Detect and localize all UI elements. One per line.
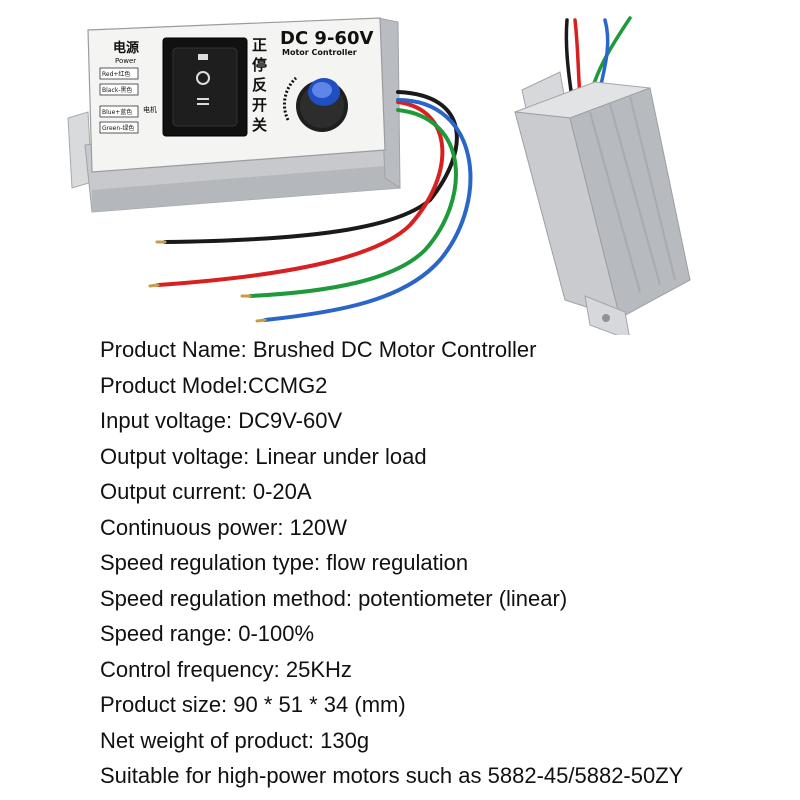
svg-text:开: 开 (252, 96, 267, 114)
wire-label-red: Red+红色 (102, 70, 130, 78)
spec-output-current: Output current: 0-20A (100, 479, 312, 504)
spec-product-model: Product Model:CCMG2 (100, 372, 328, 398)
spec-continuous-power: Continuous power: 120W (100, 514, 348, 540)
svg-text:关: 关 (252, 116, 267, 134)
spec-suitable-motors: Suitable for high-power motors such as 5… (100, 763, 684, 788)
lead-wires (148, 90, 473, 323)
controller-subtitle: Motor Controller (282, 48, 357, 57)
speed-knob[interactable] (283, 76, 348, 132)
spec-speed-regulation-method: Speed regulation method: potentiometer (… (100, 585, 568, 611)
spec-input-voltage: Input voltage: DC9V-60V (100, 408, 343, 433)
switch-label-cn: 正 停 反 开 关 (252, 36, 267, 134)
spec-list: Product Name: Brushed DC Motor Controlle… (100, 332, 790, 794)
voltage-label: DC 9-60V (280, 28, 373, 49)
svg-text:停: 停 (252, 56, 267, 74)
controller-front-view: 电源 Power Red+红色 Black-黑色 Blue+蓝色 Green-绿… (67, 17, 473, 323)
power-label-cn: 电源 (113, 40, 139, 56)
spec-speed-regulation-type: Speed regulation type: flow regulation (100, 550, 469, 575)
wire-terminal-labels: Red+红色 Black-黑色 Blue+蓝色 Green-绿色 电机 (99, 67, 157, 134)
rocker-switch[interactable] (162, 37, 248, 137)
motor-label-cn: 电机 (143, 105, 157, 114)
spec-product-size: Product size: 90 * 51 * 34 (mm) (100, 692, 406, 717)
product-photo: 电源 Power Red+红色 Black-黑色 Blue+蓝色 Green-绿… (67, 16, 691, 335)
spec-output-voltage: Output voltage: Linear under load (100, 443, 427, 469)
svg-text:正: 正 (252, 36, 267, 54)
wire-label-black: Black-黑色 (102, 86, 132, 94)
wire-label-green: Green-绿色 (102, 124, 134, 132)
spec-product-name: Product Name: Brushed DC Motor Controlle… (100, 337, 537, 362)
spec-speed-range: Speed range: 0-100% (100, 621, 315, 646)
svg-text:反: 反 (252, 76, 267, 94)
spec-net-weight: Net weight of product: 130g (100, 727, 370, 753)
wire-label-blue: Blue+蓝色 (102, 108, 132, 116)
spec-control-frequency: Control frequency: 25KHz (100, 656, 352, 682)
power-label-en: Power (115, 57, 136, 65)
controller-side-view (514, 16, 691, 335)
